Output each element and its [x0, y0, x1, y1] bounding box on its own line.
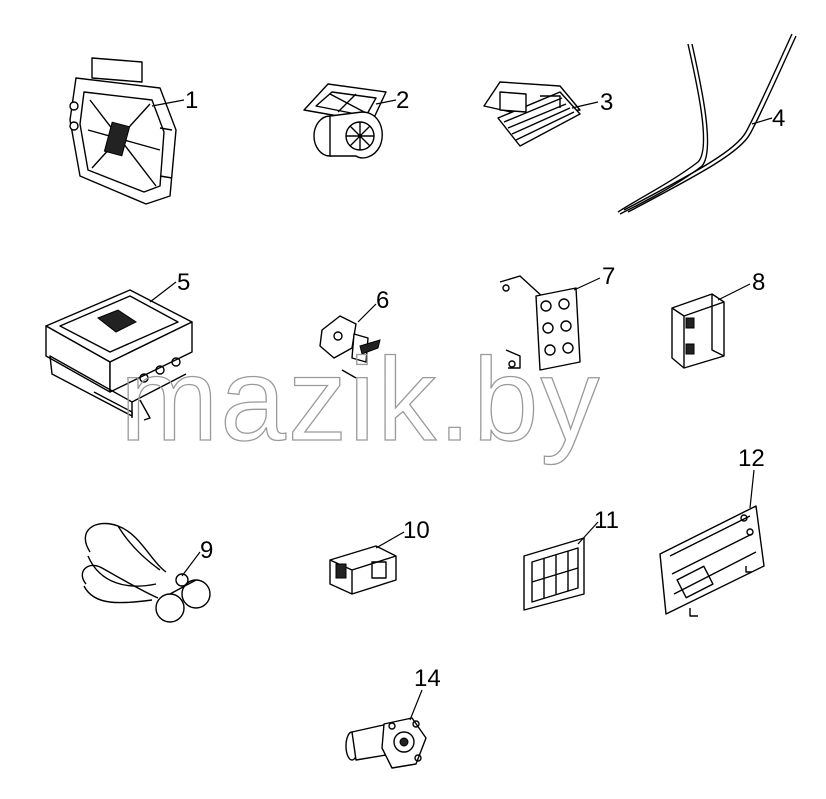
part-4-drawing — [617, 33, 797, 215]
leader-line-8 — [717, 283, 751, 301]
part-label-6: 6 — [376, 287, 389, 314]
part-label-9: 9 — [200, 537, 213, 564]
part-1-drawing — [69, 57, 177, 205]
leader-line-4 — [751, 117, 773, 125]
part-label-7: 7 — [602, 263, 615, 290]
part-label-3: 3 — [600, 89, 613, 116]
part-11-drawing — [523, 537, 585, 611]
leader-line-7 — [573, 277, 601, 291]
leader-line-2 — [375, 99, 397, 105]
part-8-drawing — [671, 293, 725, 369]
part-5-drawing — [45, 289, 193, 421]
part-label-5: 5 — [177, 269, 190, 296]
part-label-12: 12 — [738, 445, 765, 472]
leader-line-3 — [571, 101, 599, 109]
leader-line-11 — [577, 521, 599, 545]
part-10-drawing — [329, 545, 397, 595]
leader-line-5 — [149, 281, 177, 303]
part-label-4: 4 — [772, 105, 785, 132]
part-3-drawing — [483, 81, 581, 147]
part-9-drawing — [81, 522, 211, 623]
part-6-drawing — [319, 315, 381, 379]
part-label-8: 8 — [752, 269, 765, 296]
watermark-text: mazik.by — [120, 334, 602, 466]
leader-line-6 — [357, 303, 377, 323]
part-label-11: 11 — [594, 507, 619, 534]
part-14-drawing — [345, 717, 427, 769]
leader-line-9 — [181, 551, 201, 577]
leader-line-14 — [409, 689, 423, 721]
part-label-1: 1 — [185, 87, 198, 114]
leader-line-10 — [375, 531, 405, 549]
leader-line-12 — [749, 469, 755, 509]
part-label-14: 14 — [414, 665, 441, 692]
part-12-drawing — [659, 505, 765, 617]
part-7-drawing — [499, 275, 581, 371]
part-2-drawing — [303, 83, 387, 159]
part-label-2: 2 — [396, 87, 409, 114]
part-label-10: 10 — [403, 517, 430, 544]
leader-line-1 — [151, 99, 185, 107]
